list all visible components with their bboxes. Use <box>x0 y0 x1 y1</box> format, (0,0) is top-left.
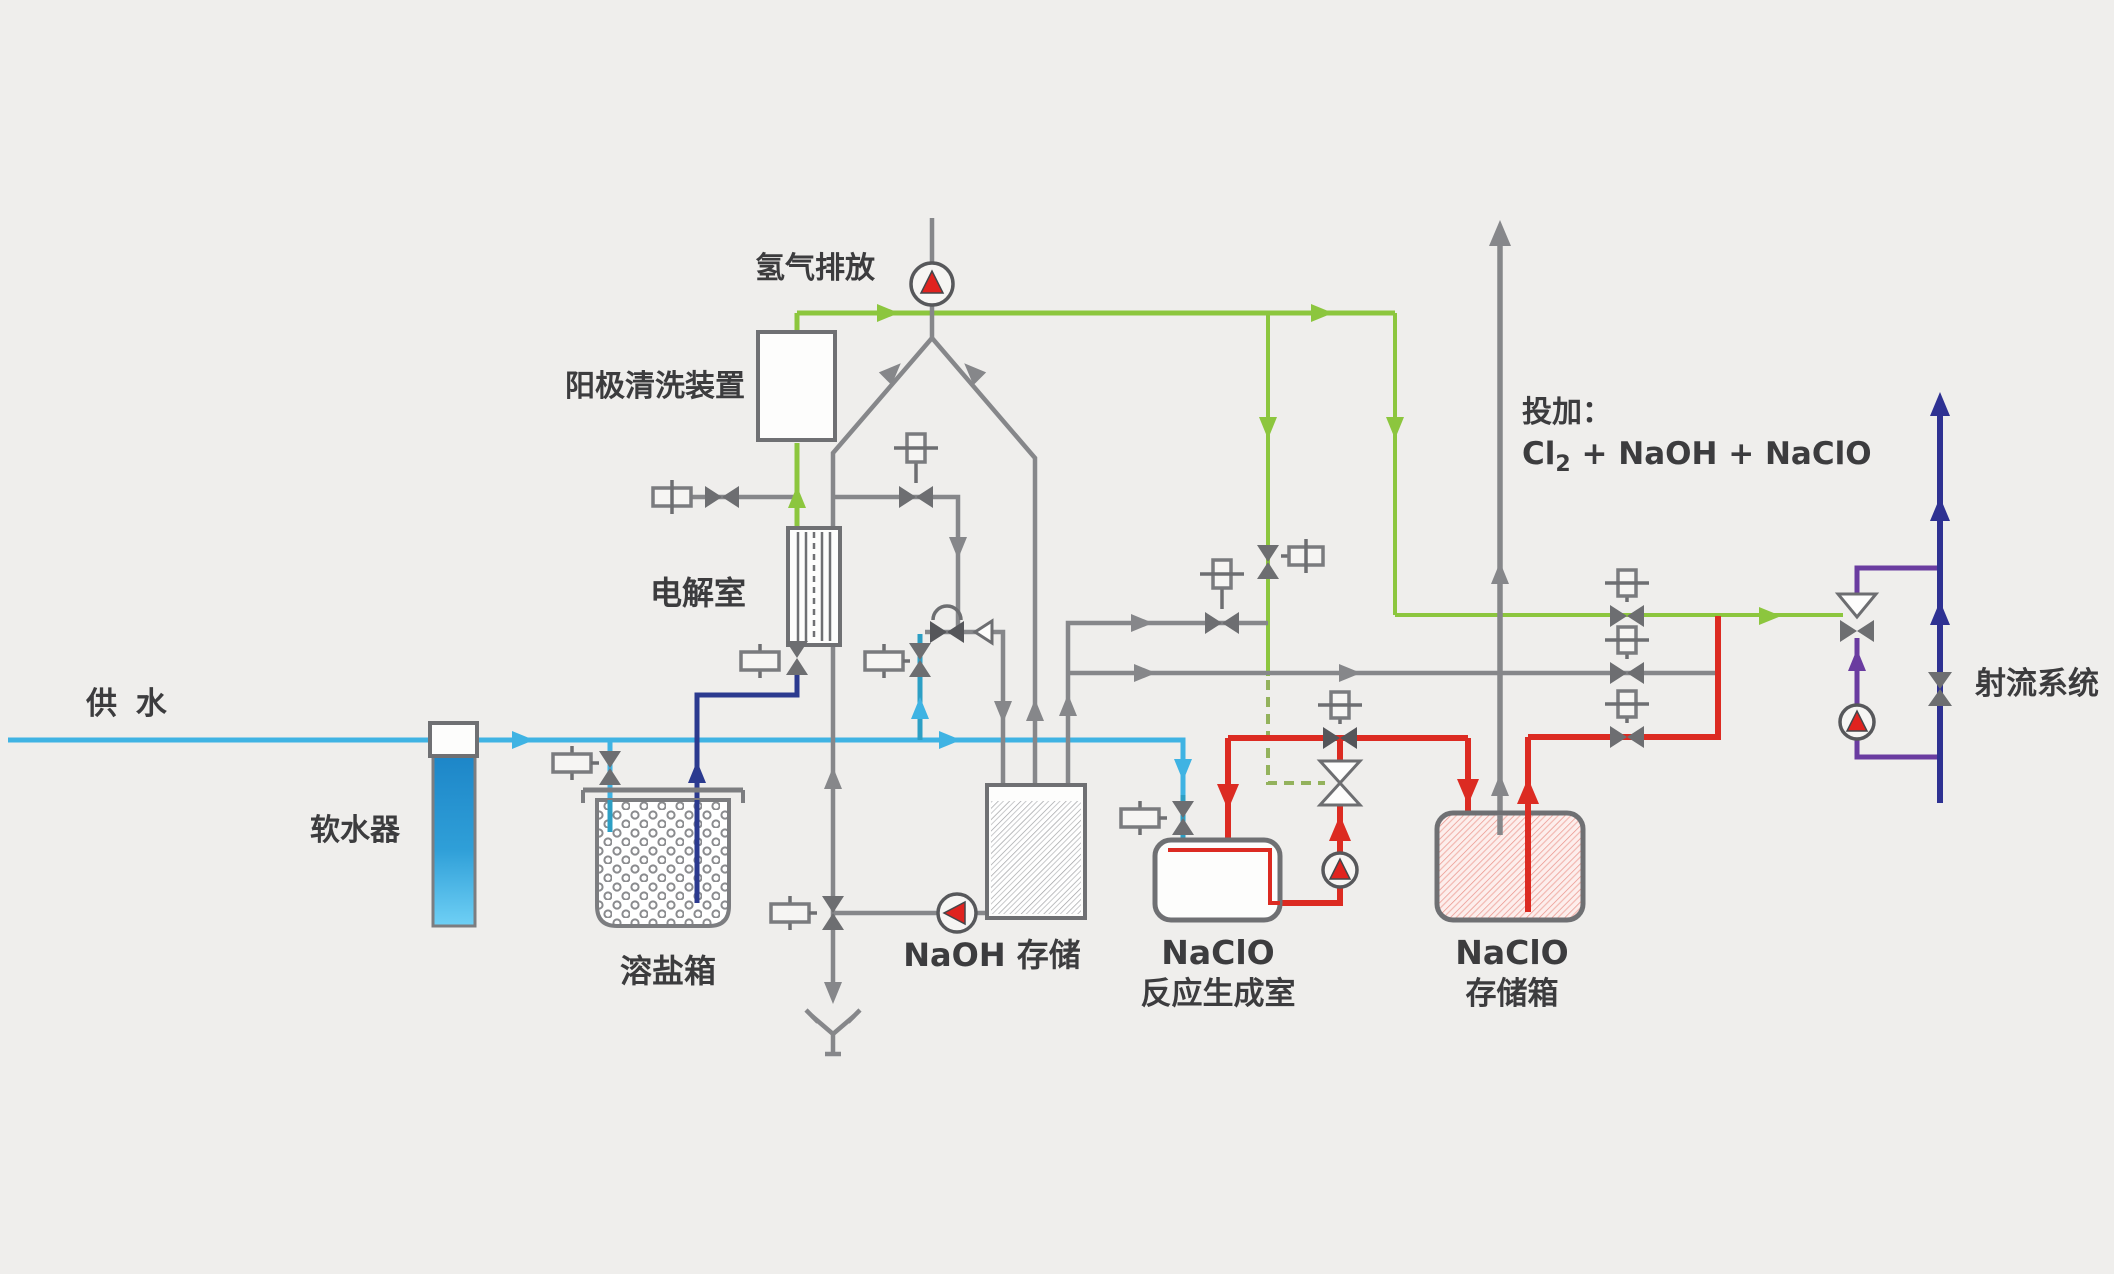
sample-port-valve <box>651 480 739 514</box>
vent-y-left-branch <box>830 336 934 528</box>
reactor-discharge-line <box>1277 888 1343 906</box>
dosing-formula-rest: + NaOH + NaClO <box>1571 436 1872 472</box>
arrow-tankvent-up <box>1026 699 1044 721</box>
arrow-vent-right-diag <box>964 363 987 386</box>
water-softener-vessel <box>428 721 479 928</box>
arrow-feed1-right <box>1131 614 1153 632</box>
cell-brine-valve <box>739 641 808 678</box>
arrow-stackvent-mid <box>1491 562 1509 584</box>
arrow-reactor-return-down <box>1217 784 1239 810</box>
label-layer: 供 水 软水器 溶盐箱 电解室 阳极清洗装置 氢气排放 NaOH 存储 NaCl… <box>85 251 2099 1012</box>
naoh-dosing-valve <box>1605 625 1649 684</box>
arrow-cl2-down <box>1259 417 1277 439</box>
salt-dissolving-tank <box>581 787 745 928</box>
arrow-recirc-up <box>1329 815 1351 841</box>
label-water-supply: 供 水 <box>85 686 171 722</box>
dosing-valve-top-link <box>1854 565 1937 594</box>
label-salt-tank: 溶盐箱 <box>620 952 716 990</box>
label-naoh-storage: NaOH 存储 <box>903 936 1081 974</box>
label-jet-system: 射流系统 <box>1974 666 2099 702</box>
reactor-inlet-valve <box>1119 801 1194 835</box>
label-electrolysis-cell: 电解室 <box>650 574 746 612</box>
recirc-header-valve <box>1318 690 1362 749</box>
gas-offtake-valve <box>894 432 938 508</box>
equipment-layer <box>428 330 1586 1057</box>
arrow-feed2-right-1 <box>1134 664 1156 682</box>
hydrogen-vent-blower <box>909 261 955 307</box>
recirculation-pump <box>1321 851 1359 889</box>
cell-threeway-valve <box>930 604 994 646</box>
arrow-jet-up-2 <box>1930 601 1950 625</box>
arrow-water-right-1 <box>512 731 534 749</box>
arrow-dilution-up <box>911 697 929 719</box>
label-naclo-storage-2: 存储箱 <box>1466 976 1559 1012</box>
threeway-to-naoh-tank <box>925 629 1006 790</box>
arrow-gas-down-2 <box>1386 417 1404 439</box>
valve-layer <box>551 432 1952 930</box>
cell-drain-valve <box>769 896 844 930</box>
naclo-storage-tank <box>1434 737 1586 923</box>
label-naclo-storage-1: NaClO <box>1455 933 1568 972</box>
arrow-gasline-down <box>949 537 967 559</box>
arrow-suction-up <box>1517 778 1539 804</box>
arrow-feed2-right-2 <box>1339 664 1361 682</box>
dosing-pump-outlet <box>1854 739 1937 760</box>
arrow-jet-up-1 <box>1930 497 1950 521</box>
chlorine-drop-valve <box>1257 539 1325 579</box>
arrow-stackvent-top <box>1489 220 1511 246</box>
arrow-gas-right-1 <box>877 304 899 322</box>
arrow-purple-up <box>1848 649 1866 671</box>
arrow-stackvent-low <box>1491 774 1509 796</box>
label-naclo-reactor-1: NaClO <box>1161 933 1274 972</box>
naclo-reaction-chamber <box>1152 837 1283 923</box>
gas-dosing-valve <box>1605 568 1649 627</box>
dosing-formula-cl: Cl <box>1522 436 1555 472</box>
arrow-water-down <box>1174 759 1192 781</box>
jet-dosing-threeway-valve <box>1834 592 1880 642</box>
arrow-storage-fill-down <box>1457 779 1479 805</box>
naoh-feed-valve <box>1200 558 1244 634</box>
electrolysis-cell <box>786 526 842 647</box>
label-hydrogen-vent: 氢气排放 <box>755 251 876 286</box>
label-dosing-title: 投加： <box>1522 395 1612 430</box>
arrow-brine-up <box>688 761 706 783</box>
cell-gas-offtake <box>833 494 961 632</box>
arrow-vent-left-diag <box>878 363 901 386</box>
flow-arrow-layer <box>512 220 1950 1004</box>
drain-strainer <box>804 1008 862 1057</box>
chlorine-naoh-mix-dashed <box>1266 680 1325 785</box>
arrow-jet-top <box>1930 392 1950 416</box>
anode-cleaning-unit <box>756 330 837 442</box>
label-anode-cleaning: 阳极清洗装置 <box>565 369 745 404</box>
dosing-suction-line <box>1528 616 1721 740</box>
dilution-riser-valve <box>863 643 931 678</box>
label-softener: 软水器 <box>310 813 401 848</box>
arrow-dosing-right <box>1759 607 1781 625</box>
arrow-naohfeed-up <box>1059 694 1077 716</box>
arrow-drain-up <box>824 767 842 789</box>
reactor-internal-line <box>1168 848 1280 905</box>
salt-fill-valve <box>551 746 621 785</box>
label-dosing-formula: Cl2 + NaOH + NaClO <box>1522 436 1872 477</box>
pump-layer <box>909 261 1876 934</box>
pipe-network <box>8 218 1943 988</box>
naoh-transfer-pump <box>936 892 978 934</box>
naclo-dosing-valve <box>1605 689 1649 748</box>
vent-y-right-branch <box>930 336 1038 790</box>
arrow-gas-right-2 <box>1311 304 1333 322</box>
arrow-water-right-2 <box>939 731 961 749</box>
naoh-storage-tank <box>985 783 1087 920</box>
label-naclo-reactor-2: 反应生成室 <box>1141 976 1296 1012</box>
arrow-naoh-in-down <box>994 701 1012 723</box>
jet-line-valve <box>1928 672 1952 706</box>
mixing-control-valve <box>1316 759 1364 807</box>
dosing-formula-sub: 2 <box>1555 452 1570 477</box>
arrow-drain-down <box>824 982 842 1004</box>
jet-dosing-pump <box>1838 703 1876 741</box>
naoh-feed-upper-line <box>1065 620 1268 787</box>
arrow-gas-up-cell <box>788 486 806 508</box>
